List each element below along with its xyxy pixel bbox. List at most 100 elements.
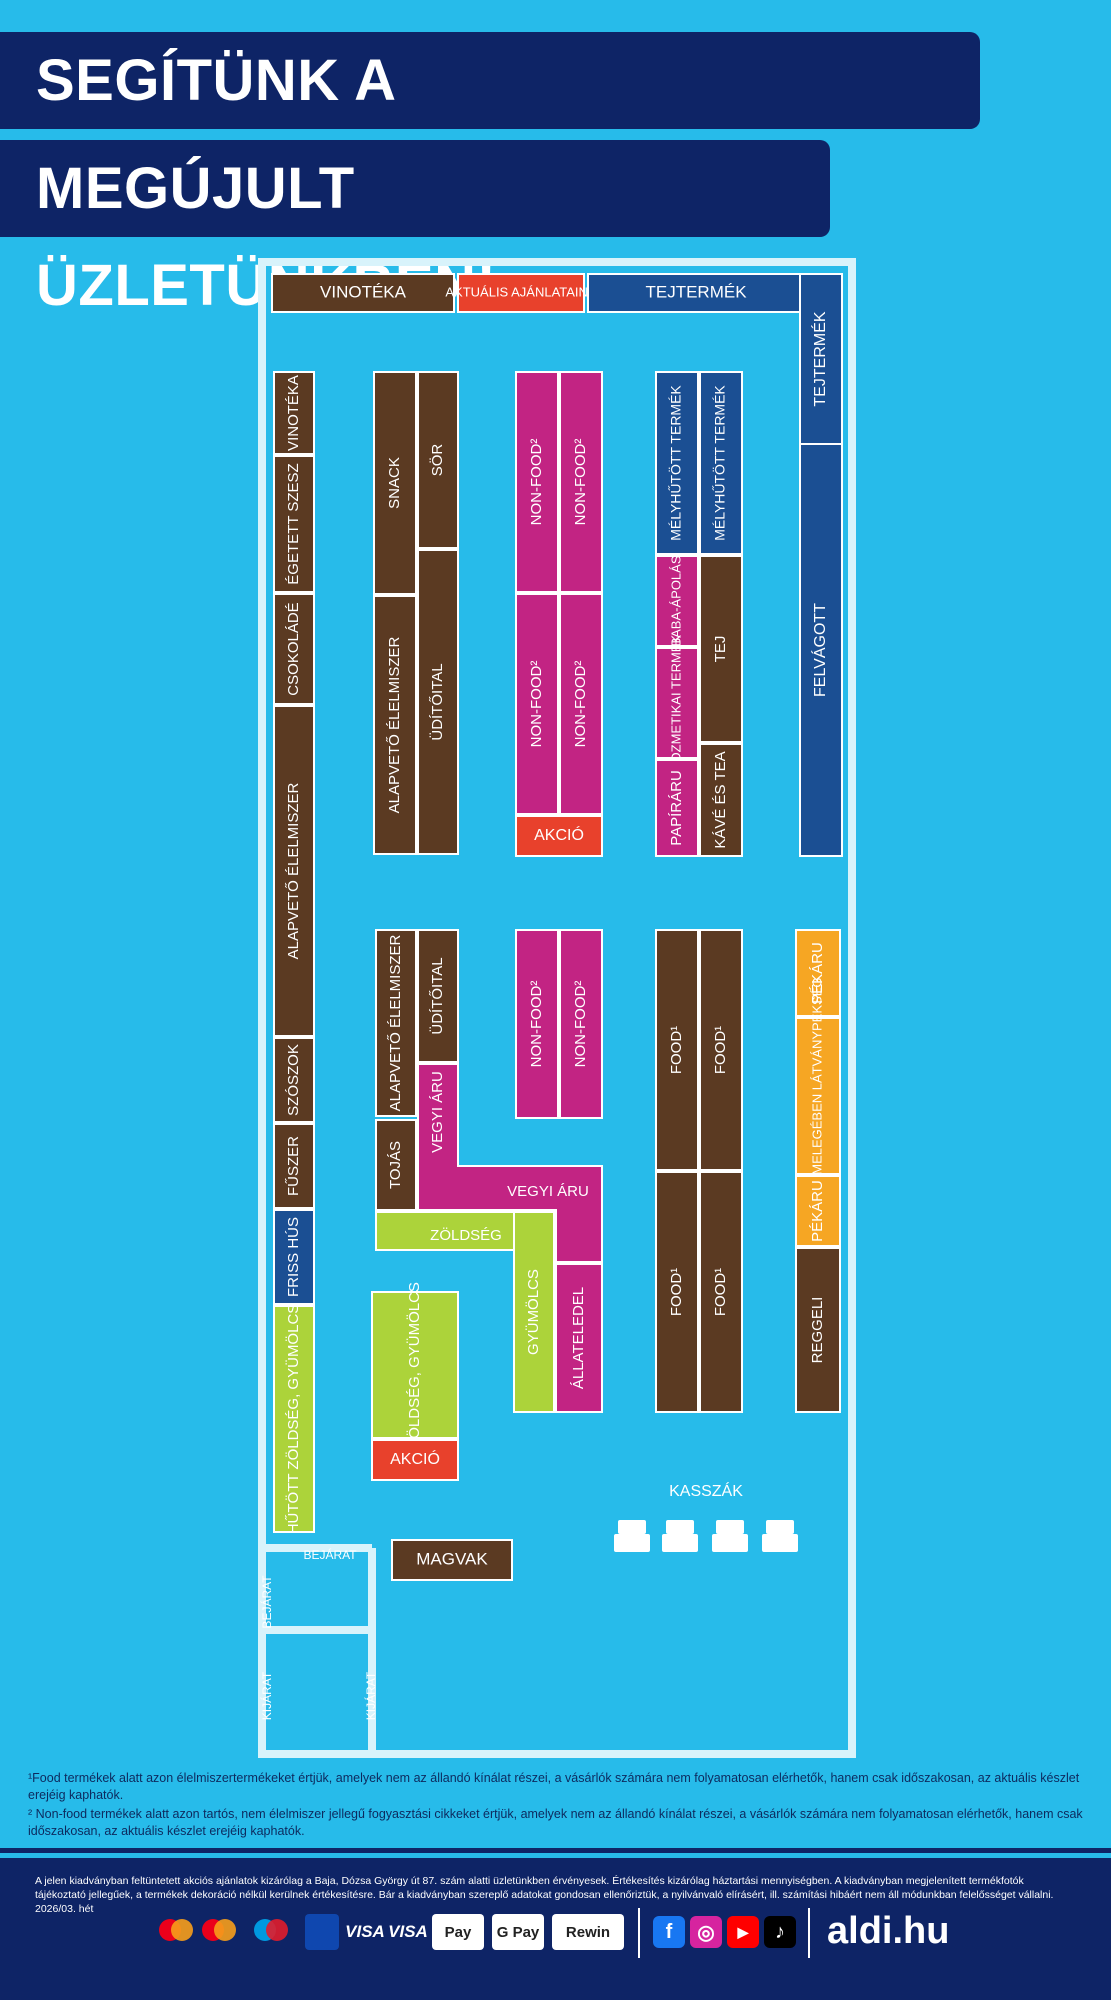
section-pekaru-2-label: PÉKÁRU [809, 1180, 826, 1242]
section-gyumolcs-label: GYÜMÖLCS [524, 1269, 542, 1355]
section-fuszer-label: FŰSZER [285, 1136, 302, 1196]
section-food-1-label: FOOD¹ [668, 1026, 685, 1074]
section-melyhutott-2-label: MÉLYHŰTÖTT TERMÉK [711, 385, 728, 541]
youtube-icon[interactable]: ▶ [727, 1916, 759, 1948]
section-kave-tea-box [699, 743, 743, 857]
kijarat-label-1: KIJÁRAT [259, 1671, 274, 1720]
apple-pay-logo: Pay [432, 1914, 484, 1950]
section-tejtermek-side-box [799, 273, 843, 445]
google-pay-logo: G Pay [492, 1914, 544, 1950]
section-hutott-zoldseg-box [273, 1305, 315, 1533]
bejarat-label-1: BEJÁRAT [303, 1547, 357, 1562]
label-vegyi-aru-h: VEGYI ÁRU [507, 1183, 589, 1200]
section-nonfood-5-box [515, 929, 559, 1119]
section-uditoital-b-box [417, 929, 459, 1063]
section-tojas-label: TOJÁS [387, 1141, 404, 1189]
section-tejtermek-top-box [587, 273, 805, 313]
section-akcio-2-label: AKCIÓ [390, 1449, 440, 1468]
section-tej-label: TEJ [712, 636, 729, 663]
section-vinoteka-top-label: VINOTÉKA [320, 282, 407, 301]
cash-register-icon [762, 1520, 798, 1552]
label-zoldseg: ZÖLDSÉG [430, 1226, 502, 1244]
section-nonfood-2-label: NON-FOOD² [572, 439, 589, 526]
cash-register-icon [712, 1520, 748, 1552]
kasszak-label: KASSZÁK [669, 1481, 743, 1500]
section-tejtermek-top-label: TEJTERMÉK [645, 282, 747, 301]
section-food-3-box [655, 1171, 699, 1413]
section-uditoital-b-label: ÜDÍTŐITAL [428, 957, 446, 1034]
section-allateledel-box [555, 1263, 603, 1413]
rewin-logo: Rewin [552, 1914, 624, 1950]
section-egetett-szesz-label: ÉGETETT SZESZ [285, 463, 302, 584]
section-kave-tea-label: KÁVÉ ÉS TEA [712, 751, 729, 848]
cash-register-icon [614, 1520, 650, 1552]
divider-line [638, 1908, 640, 1958]
section-tojas-box [375, 1119, 417, 1211]
section-alapveto-a-label: ALAPVETŐ ÉLELMISZER [386, 636, 403, 813]
section-food-4-box [699, 1171, 743, 1413]
section-food-2-label: FOOD¹ [712, 1026, 729, 1074]
section-friss-hus-box [273, 1209, 315, 1305]
section-babaapolas-label: BABA-ÁPOLÁS [668, 555, 683, 646]
section-alapveto-side-label: ALAPVETŐ ÉLELMISZER [285, 782, 302, 959]
section-nonfood-6-label: NON-FOOD² [572, 981, 589, 1068]
section-snack-box [373, 371, 417, 595]
section-babaapolas-box [655, 555, 699, 647]
section-fuszer-box [273, 1123, 315, 1209]
tiktok-icon[interactable]: ♪ [764, 1916, 796, 1948]
section-vinoteka-side-box [273, 371, 315, 455]
section-food-2-box [699, 929, 743, 1171]
visa-electron-logo: VISA [345, 1922, 385, 1941]
legal-text: A jelen kiadványban feltüntetett akciós … [35, 1875, 1054, 1915]
section-magvak-box [391, 1539, 513, 1581]
section-nonfood-4-label: NON-FOOD² [572, 661, 589, 748]
section-papiraru-label: PAPÍRÁRU [668, 770, 685, 846]
section-azon-melegeben-label: AZON MELEGÉBEN LÁTVÁNYPÉKSÉG [809, 978, 824, 1215]
section-felvagott-box [799, 443, 843, 857]
facebook-icon[interactable]: f [653, 1916, 685, 1948]
section-sor-label: SÖR [428, 444, 446, 477]
eu-card-icon [305, 1914, 339, 1950]
section-szoszok-box [273, 1037, 315, 1123]
section-reggeli-box [795, 1247, 841, 1413]
section-nonfood-3-label: NON-FOOD² [528, 661, 545, 748]
section-allateledel-label: ÁLLATELEDEL [570, 1287, 587, 1389]
footer-bar: A jelen kiadványban feltüntetett akciós … [0, 1858, 1111, 2000]
section-felvagott-label: FELVÁGOTT [810, 603, 829, 697]
section-csokolade-box [273, 593, 315, 705]
footnote-food: ¹Food termékek alatt azon élelmiszerterm… [28, 1771, 1080, 1802]
section-akcio-1-box [515, 815, 603, 857]
section-akcio-1-label: AKCIÓ [534, 825, 584, 844]
section-zoldseg-gyumolcs-box [371, 1291, 459, 1439]
section-melyhutott-1-label: MÉLYHŰTÖTT TERMÉK [667, 385, 684, 541]
label-vegyi-aru-v: VEGYI ÁRU [429, 1071, 446, 1153]
aldi-website-link[interactable]: aldi.hu [827, 1910, 950, 1952]
section-nonfood-1-label: NON-FOOD² [528, 439, 545, 526]
section-vinoteka-top-box [271, 273, 455, 313]
section-uditoital-a-box [417, 549, 459, 855]
section-nonfood-6-box [559, 929, 603, 1119]
section-tej-box [699, 555, 743, 743]
section-egetett-szesz-box [273, 455, 315, 593]
mastercard-icon-2 [202, 1919, 236, 1941]
section-csokolade-label: CSOKOLÁDÉ [285, 602, 302, 695]
section-kozmetikai-label: KOZMETIKAI TERMÉK [668, 635, 683, 772]
store-outline [258, 258, 856, 1758]
bejarat-label-2: BEJÁRAT [259, 1575, 274, 1629]
cash-register-icon [662, 1520, 698, 1552]
divider-line-2 [808, 1908, 810, 1958]
section-nonfood-5-label: NON-FOOD² [528, 981, 545, 1068]
section-alapveto-b-box [375, 929, 417, 1117]
entrance-walls [262, 1544, 376, 1754]
section-nonfood-1-box [515, 371, 559, 593]
visa-logo: VISA [388, 1922, 428, 1941]
section-food-3-label: FOOD¹ [668, 1268, 685, 1316]
mastercard-icon [159, 1919, 193, 1941]
maestro-icon [254, 1919, 288, 1941]
instagram-icon[interactable]: ◎ [690, 1916, 722, 1948]
section-zoldseg-gyumolcs-label: ZÖLDSÉG, GYÜMÖLCS [405, 1282, 423, 1448]
section-friss-hus-label: FRISS HÚS [285, 1217, 302, 1297]
section-akcio-2-box [371, 1439, 459, 1481]
section-pekaru-1-box [795, 929, 841, 1017]
